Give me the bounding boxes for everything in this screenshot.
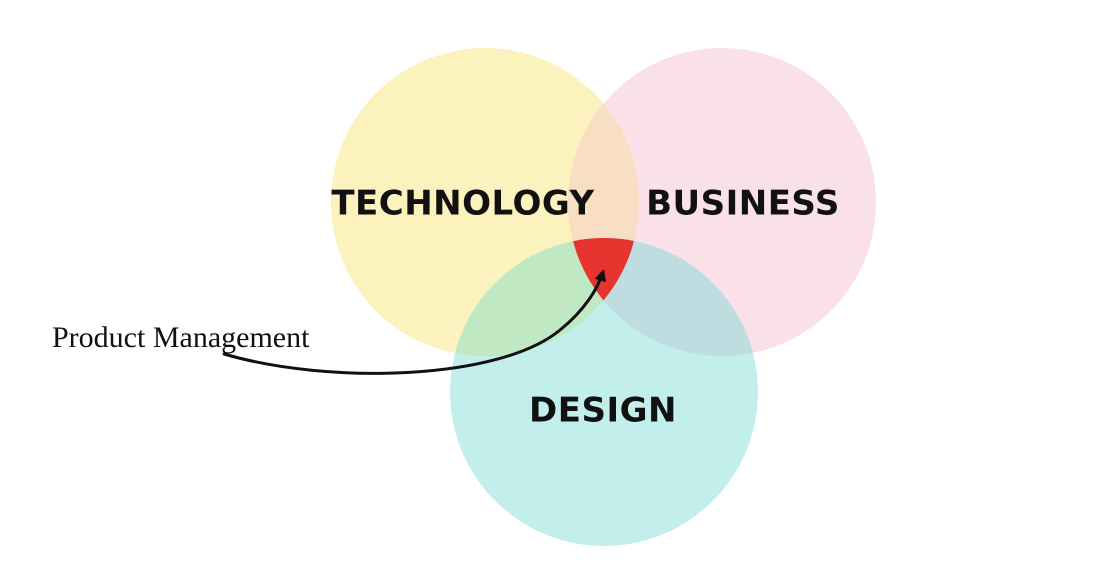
business-label: BUSINESS (646, 184, 840, 224)
product-management-annotation: Product Management (52, 321, 310, 354)
business-design-overlap (568, 238, 758, 356)
design-label: DESIGN (529, 391, 677, 431)
technology-design-overlap (450, 238, 639, 356)
annotation-arrow (222, 269, 607, 375)
technology-label: TECHNOLOGY (331, 184, 594, 224)
